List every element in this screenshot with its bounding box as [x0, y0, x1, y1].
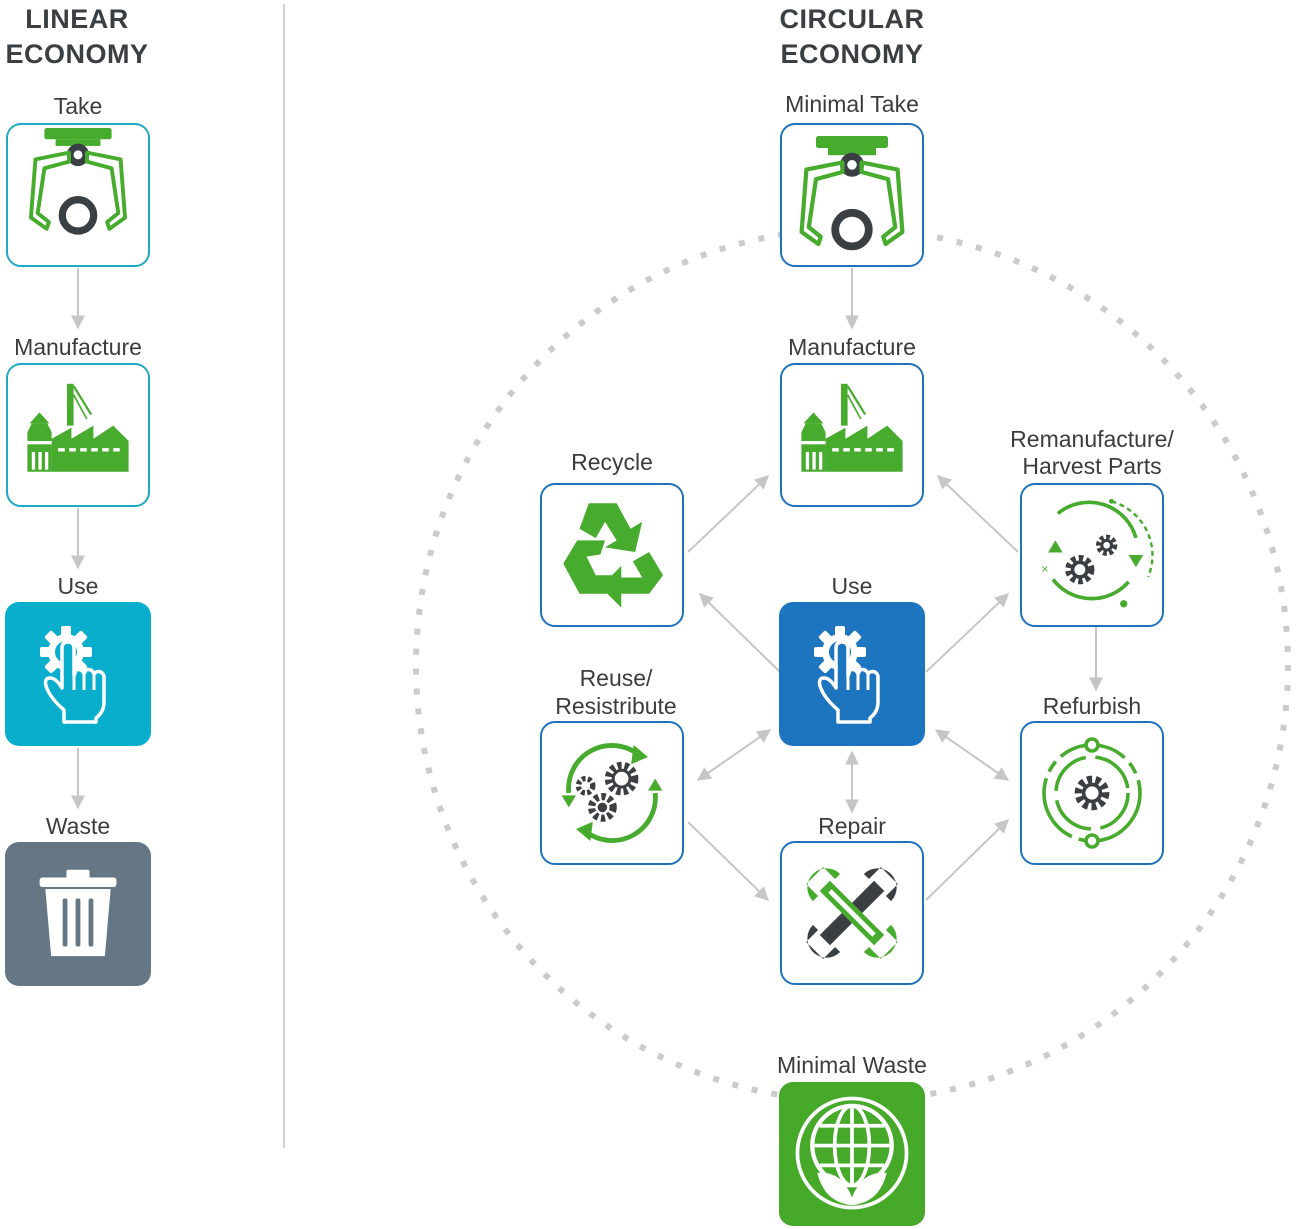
linear-heading-line2: ECONOMY [5, 39, 148, 69]
linear-heading-line1: LINEAR [25, 4, 129, 34]
recycle-label: Recycle [571, 449, 653, 475]
linear-take-label: Take [54, 93, 103, 119]
linear-step-manufacture: Manufacture [6, 334, 150, 507]
linear-step-use: Use [5, 573, 151, 746]
circular-node-reuse: Reuse/ Resistribute [540, 665, 684, 865]
circular-node-remanufacture: Remanufacture/ Harvest Parts [1010, 426, 1174, 627]
refurbish-label: Refurbish [1043, 693, 1141, 719]
repair-label: Repair [818, 813, 886, 839]
linear-use-label: Use [58, 573, 99, 599]
minimal-take-label: Minimal Take [785, 91, 919, 117]
circular-heading-line2: ECONOMY [780, 39, 923, 69]
minimal-waste-label: Minimal Waste [777, 1052, 927, 1078]
circular-node-refurbish: Refurbish [1020, 693, 1164, 865]
circular-heading-line1: CIRCULAR [780, 4, 925, 34]
linear-waste-label: Waste [46, 813, 110, 839]
remanufacture-label-line2: Harvest Parts [1022, 453, 1161, 479]
circular-node-recycle: Recycle [540, 449, 684, 627]
circular-node-repair: Repair [780, 813, 924, 985]
circular-manufacture-label: Manufacture [788, 334, 916, 360]
linear-step-take: Take [6, 93, 150, 267]
circular-node-minimal-take: Minimal Take [780, 91, 924, 267]
trash-can-icon [39, 869, 117, 957]
circular-node-use: Use [779, 573, 925, 746]
linear-manufacture-label: Manufacture [14, 334, 142, 360]
circular-use-label: Use [832, 573, 873, 599]
reuse-label-line1: Reuse/ [580, 665, 653, 691]
remanufacture-label-line1: Remanufacture/ [1010, 426, 1174, 452]
linear-step-waste: Waste [5, 813, 151, 986]
circular-connectors [687, 268, 1103, 901]
circular-node-manufacture: Manufacture [780, 334, 924, 507]
reuse-label-line2: Resistribute [555, 693, 676, 719]
circular-node-minimal-waste: Minimal Waste [777, 1052, 927, 1226]
